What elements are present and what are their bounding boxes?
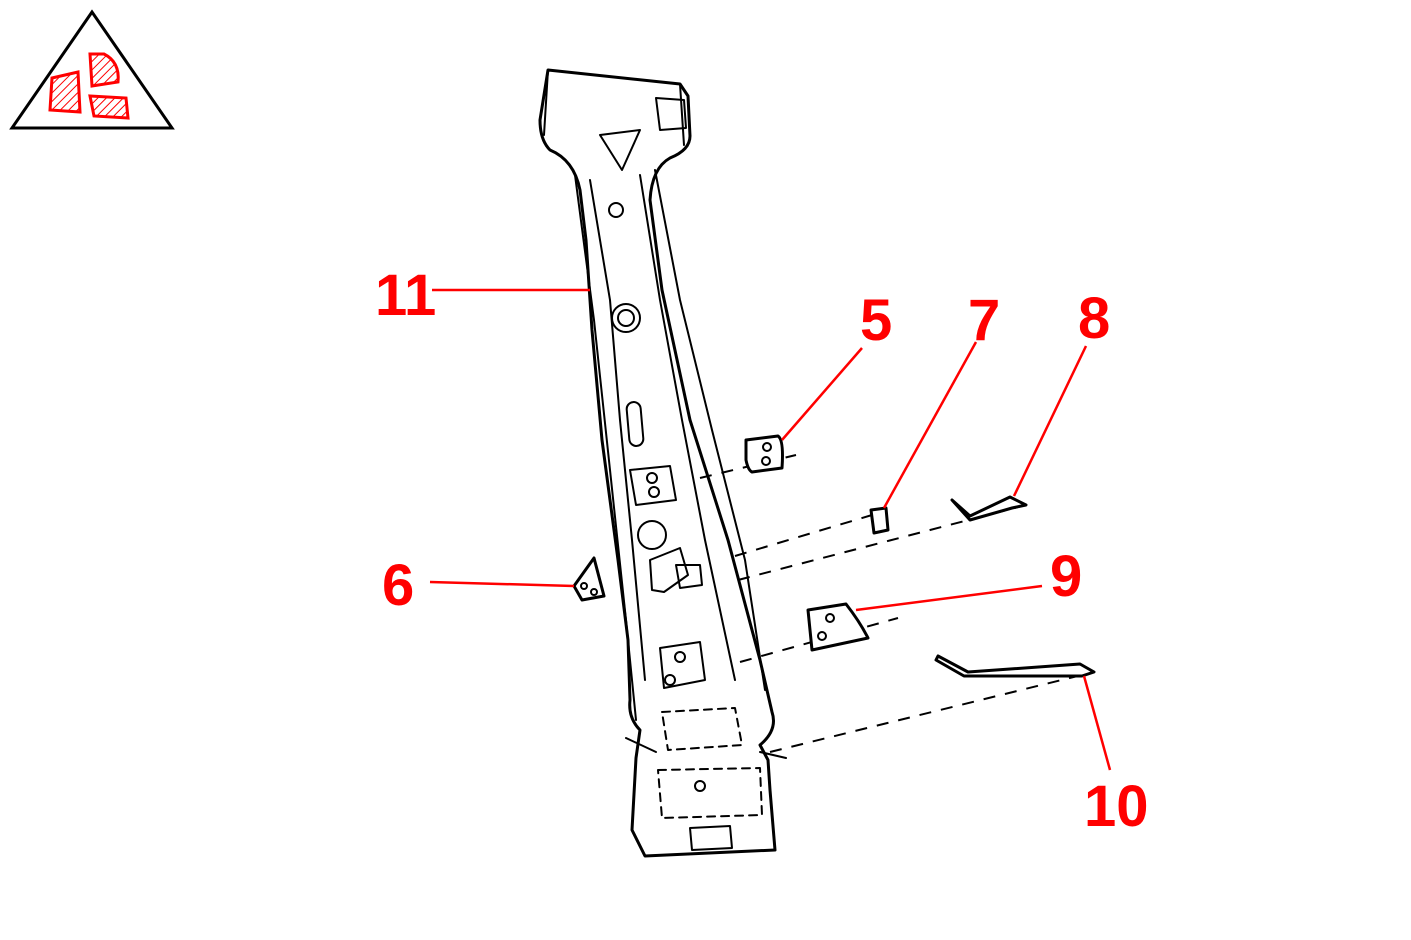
gusset-part-6 <box>572 556 606 602</box>
clip-part-7 <box>869 506 890 535</box>
leader-6 <box>429 580 575 588</box>
callout-7: 7 <box>968 288 1000 353</box>
leader-9 <box>855 584 1043 612</box>
leader-10 <box>1082 675 1112 771</box>
plate-part-9 <box>806 602 870 652</box>
leader-5 <box>781 347 863 441</box>
leader-8 <box>1012 345 1088 497</box>
callout-labels: 11 5 7 8 6 9 10 <box>375 263 1149 839</box>
leader-7 <box>882 341 978 509</box>
callout-5: 5 <box>860 288 892 353</box>
callout-8: 8 <box>1078 286 1110 351</box>
triangle-parts-icon <box>9 9 175 130</box>
callout-9: 9 <box>1050 544 1082 609</box>
callout-11: 11 <box>375 263 436 328</box>
callout-6: 6 <box>382 553 414 618</box>
strip-part-8 <box>950 495 1028 522</box>
pillar-part <box>538 68 787 858</box>
rail-part-10 <box>934 654 1096 678</box>
callout-10: 10 <box>1084 774 1149 839</box>
leader-lines <box>429 288 1112 771</box>
bracket-part-5 <box>744 434 784 474</box>
